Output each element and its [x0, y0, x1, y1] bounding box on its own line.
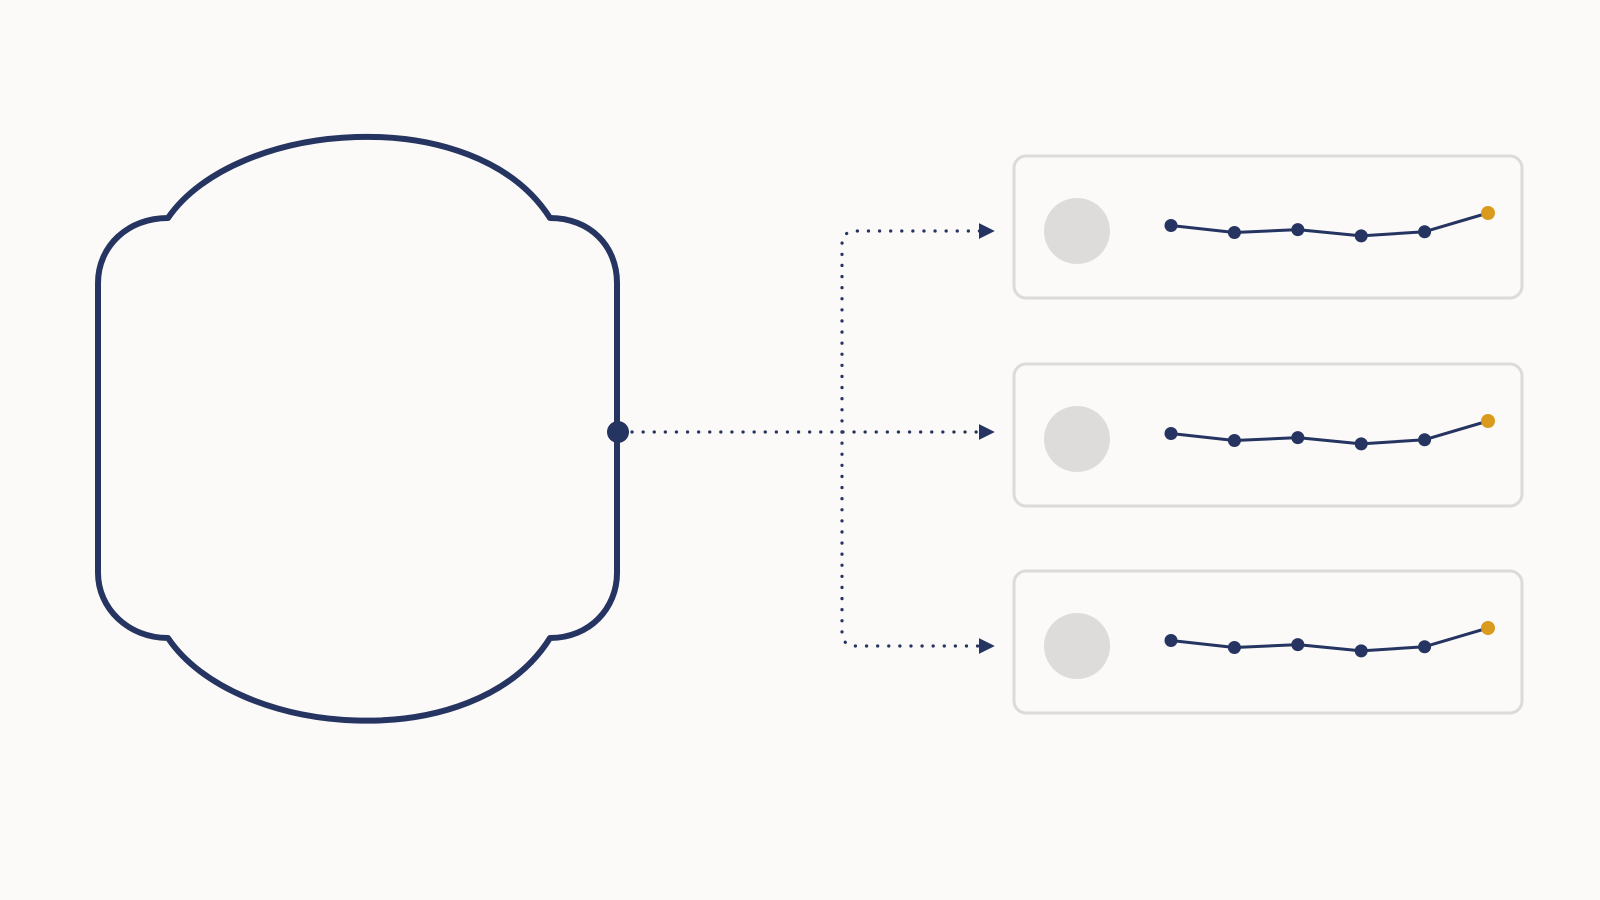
output-card[interactable]	[1012, 569, 1524, 715]
sparkline-highlight-point	[1481, 621, 1495, 635]
output-card[interactable]	[1012, 154, 1524, 300]
card-list	[1012, 154, 1524, 715]
sparkline-point	[1227, 226, 1241, 239]
sparkline-point	[1291, 431, 1305, 445]
avatar-placeholder-icon	[1044, 613, 1110, 679]
connector-lines	[630, 223, 995, 654]
sparkline-point	[1291, 638, 1305, 652]
sparkline-line	[1170, 419, 1489, 446]
sparkline-point	[1164, 218, 1178, 232]
sparkline-highlight-point	[1481, 414, 1495, 428]
avatar-placeholder-icon	[1044, 198, 1110, 264]
sparkline-point	[1418, 640, 1432, 654]
sparkline-point	[1227, 641, 1241, 654]
connector-top	[840, 223, 995, 434]
output-port-dot[interactable]	[607, 421, 629, 443]
source-container-shape	[95, 133, 620, 724]
sparkline-point	[1164, 633, 1178, 647]
sparkline-point	[1354, 229, 1368, 243]
output-card[interactable]	[1012, 362, 1524, 508]
sparkline-highlight-point	[1481, 206, 1495, 220]
card-frame	[1012, 154, 1524, 300]
sparkline-point	[1418, 225, 1432, 239]
sparkline-line	[1170, 211, 1489, 238]
card-frame	[1012, 362, 1524, 508]
sparkline-point	[1354, 644, 1368, 658]
sparkline-point	[1418, 433, 1432, 447]
sparkline-point	[1227, 434, 1241, 447]
sparkline-point	[1164, 426, 1178, 440]
sparkline-point	[1354, 437, 1368, 451]
connector-bottom	[840, 430, 995, 654]
sparkline-line	[1170, 626, 1489, 653]
card-frame	[1012, 569, 1524, 715]
sparkline-point	[1291, 223, 1305, 237]
avatar-placeholder-icon	[1044, 406, 1110, 472]
